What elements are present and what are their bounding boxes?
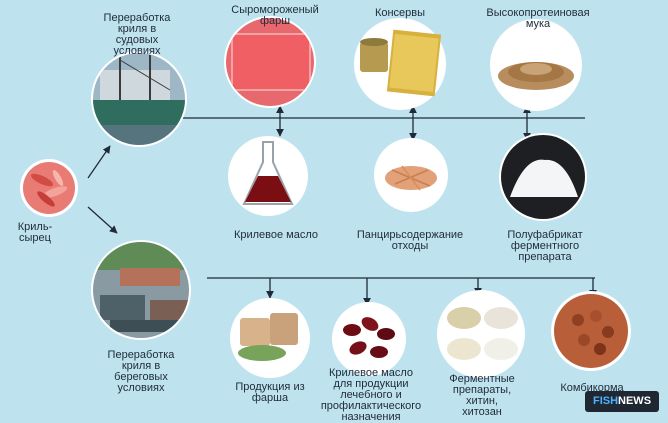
shore-processing-image (91, 240, 191, 340)
frozen-mince-image (224, 16, 316, 108)
fishnews-logo: FISHNEWS (585, 391, 659, 412)
ship-processing-image (91, 51, 187, 147)
shell-waste-label: Панцирьсодержание отходы (356, 229, 464, 252)
krill-oil-image (228, 136, 308, 216)
feed-label: Комбикорма (560, 382, 624, 394)
frozen-mince-label: Сыромороженый фарш (231, 4, 319, 27)
oil-capsules-image (332, 302, 406, 376)
canned-label: Консервы (374, 7, 426, 19)
mince-products-image (230, 298, 310, 378)
ship-processing-label: Переработка криля в судовых условиях (103, 12, 171, 57)
krill-oil-label: Крилевое масло (233, 229, 319, 241)
raw-krill-image (20, 159, 78, 217)
enzyme-preparations-label: Ферментные препараты, хитин, хитозан (449, 373, 515, 418)
feed-pellets-image (551, 291, 631, 371)
mince-products-label: Продукция из фарша (235, 381, 305, 404)
protein-flour-label: Высокопротеиновая мука (486, 7, 590, 30)
shell-waste-image (374, 138, 448, 212)
medical-oil-label: Крилевое масло для продукции лечебного и… (320, 367, 422, 423)
canned-goods-image (354, 18, 446, 110)
shore-processing-label: Переработка криля в береговых условиях (107, 349, 175, 394)
enzyme-preparations-image (437, 290, 525, 378)
enzyme-semi-product-image (499, 133, 587, 221)
enzyme-semi-product-label: Полуфабрикат ферментного препарата (507, 229, 583, 263)
raw-krill-label: Криль- сырец (17, 221, 53, 244)
protein-flour-image (490, 19, 582, 111)
